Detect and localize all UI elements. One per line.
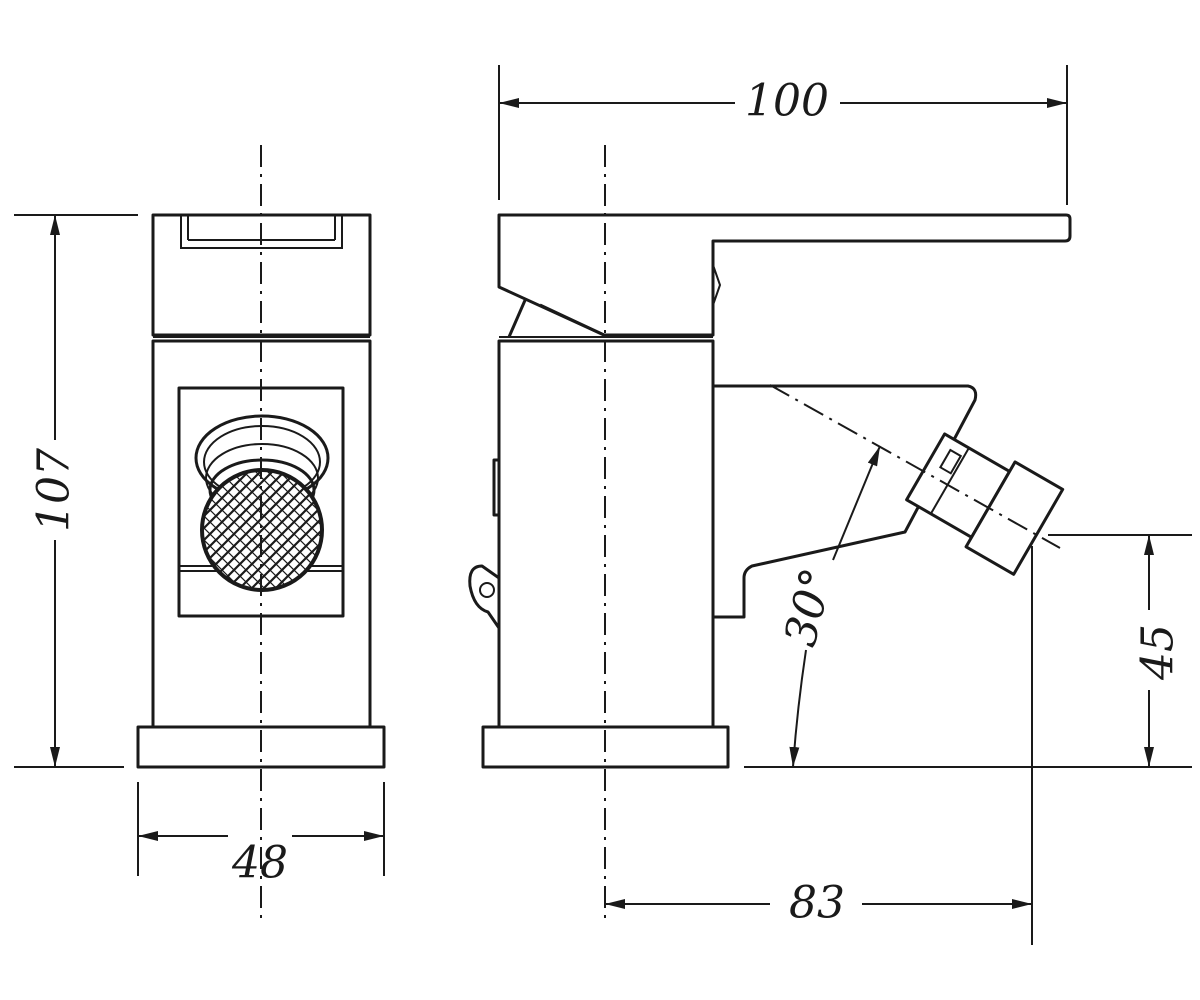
dim-base-width: 48 [231, 838, 288, 889]
side-handle-lever [497, 213, 1072, 337]
aerator-nozzle [194, 414, 330, 592]
front-handle-slot [180, 215, 343, 249]
dim-overall-height: 107 [29, 448, 80, 532]
side-cartridge-cone [507, 297, 605, 338]
dimension-lines [14, 65, 1192, 945]
swivel-aerator-head [905, 432, 1065, 576]
side-view [468, 145, 1072, 920]
dim-spout-angle: 30° [775, 563, 843, 651]
front-view [136, 145, 386, 920]
side-knob [492, 458, 499, 517]
dim-spout-reach: 83 [789, 878, 845, 929]
side-spout [711, 384, 978, 619]
dim-overall-length: 100 [745, 76, 829, 127]
spout-axis-line [769, 384, 1061, 549]
lift-rod-fitting [468, 564, 501, 629]
dim-spout-outlet-height: 45 [1133, 624, 1184, 681]
